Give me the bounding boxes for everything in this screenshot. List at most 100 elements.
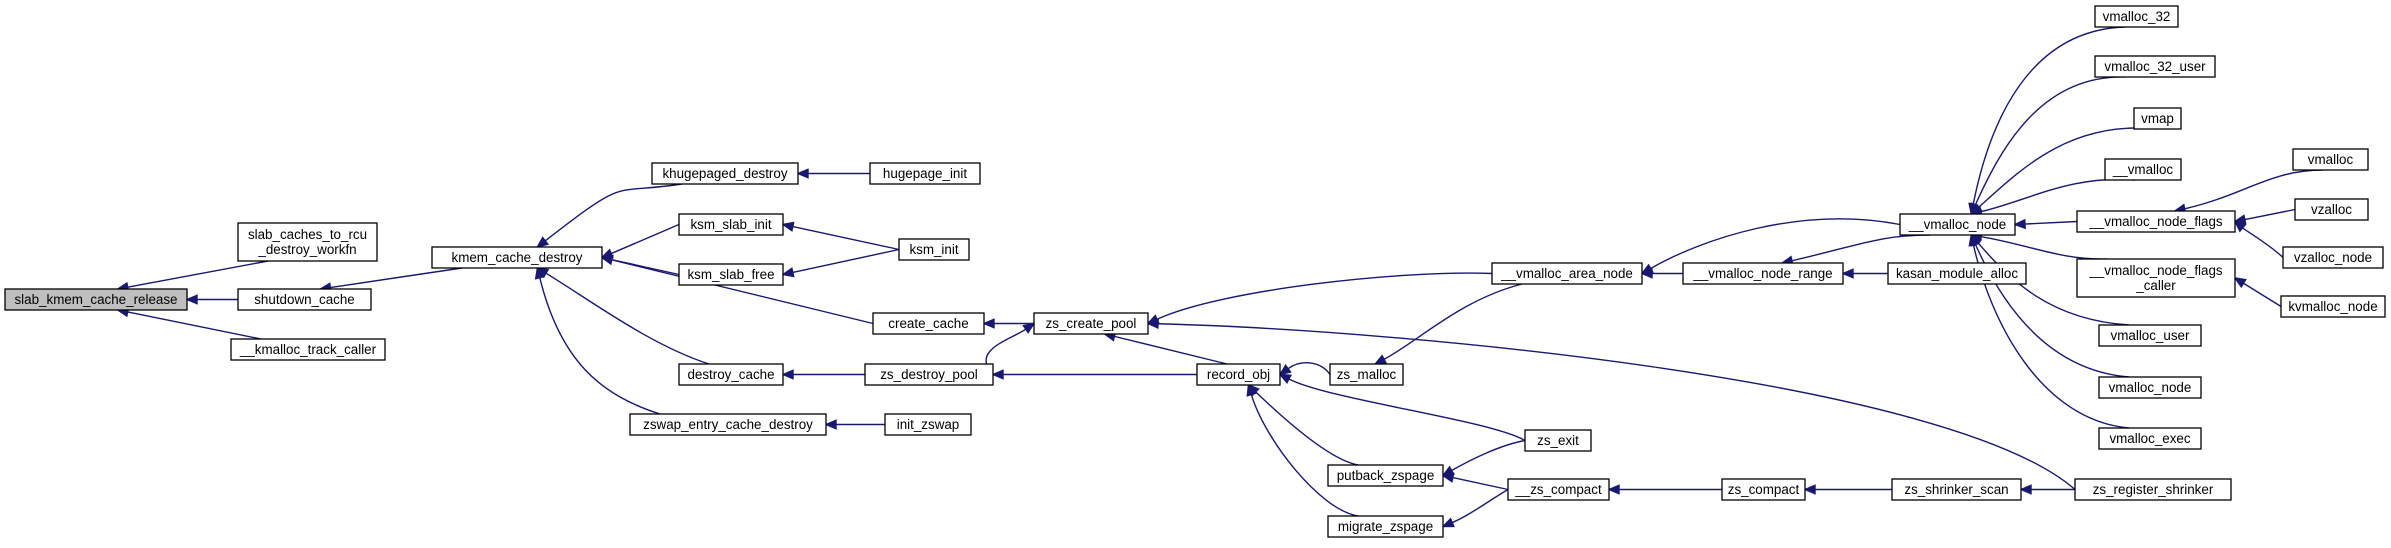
node-box — [2094, 5, 2179, 28]
node-label: zs_create_pool — [1046, 316, 1137, 331]
edge-vmalloc-node-to-vmalloc-node-range — [1780, 234, 1931, 266]
edge-migrate-zspage-to-record-obj — [1246, 383, 1359, 517]
node-create-cache[interactable]: create_cache — [872, 312, 985, 335]
node-zs-register-shrinker[interactable]: zs_register_shrinker — [2074, 478, 2232, 501]
edge-arrowhead — [1803, 484, 1816, 495]
node-kasan-module-alloc[interactable]: kasan_module_alloc — [1887, 262, 2027, 285]
node-vmalloc-32-user[interactable]: vmalloc_32_user — [2094, 55, 2216, 78]
node-init-zswap[interactable]: init_zswap — [884, 413, 972, 436]
node-box — [1327, 464, 1444, 487]
edge-khugepaged-destroy-to-kmem-cache-destroy — [535, 183, 683, 249]
node-vmalloc-node-flags[interactable]: __vmalloc_node_flags — [2076, 210, 2236, 233]
edge-arrowhead — [1278, 373, 1292, 385]
node-record-obj[interactable]: record_obj — [1196, 363, 1281, 386]
node-vmalloc-node-range[interactable]: __vmalloc_node_range — [1682, 262, 1844, 285]
edge-zs-create-pool-to-create-cache — [982, 318, 1034, 329]
node-kmalloc-track-caller[interactable]: __kmalloc_track_caller — [230, 338, 386, 361]
node-label: zs_compact — [1728, 482, 1800, 497]
node-kmem-cache-destroy[interactable]: kmem_cache_destroy — [431, 246, 603, 269]
edge-vmalloc-node-flags-caller-to-vmalloc-node — [1969, 231, 2108, 260]
edge-zs-register-shrinker-to-zs-create-pool — [1146, 318, 2076, 491]
edge-vmalloc-node-flags-to-vmalloc-node — [2013, 218, 2078, 230]
edge-arrowhead — [1607, 484, 1620, 495]
edge-line — [2242, 227, 2284, 259]
node-vmalloc-exec[interactable]: vmalloc_exec — [2098, 427, 2202, 450]
edge-line — [1114, 335, 1228, 365]
edge-kmem-cache-destroy-to-shutdown-cache — [318, 267, 463, 293]
node-vmalloc-area-node[interactable]: __vmalloc_area_node — [1491, 262, 1643, 285]
node-ksm-slab-free[interactable]: ksm_slab_free — [678, 263, 784, 286]
node-label: __zs_compact — [1514, 482, 1602, 497]
node-label: __vmalloc_node_range — [1692, 266, 1832, 281]
node-box — [884, 413, 972, 436]
edge-ksm-init-to-ksm-slab-init — [781, 221, 900, 251]
node-destroy-cache[interactable]: destroy_cache — [678, 363, 784, 386]
node-zs-malloc[interactable]: zs_malloc — [1329, 363, 1404, 386]
edge-vmalloc-node-to-vmalloc-area-node — [1640, 218, 1901, 275]
node-shutdown-cache[interactable]: shutdown_cache — [237, 288, 372, 311]
edge-line — [1977, 242, 2130, 326]
node-box — [869, 162, 981, 185]
edge-zs-register-shrinker-to-zs-shrinker-scan — [2019, 484, 2075, 495]
node-vmap[interactable]: vmap — [2133, 107, 2182, 130]
edge-line — [611, 259, 874, 325]
node-box — [2294, 198, 2369, 221]
edge-line — [792, 248, 900, 274]
node-vmalloc-node[interactable]: __vmalloc_node — [1899, 213, 2016, 236]
node-box — [2104, 158, 2182, 181]
node-zs-destroy-pool[interactable]: zs_destroy_pool — [864, 363, 994, 386]
edge-line — [1383, 283, 1523, 360]
node-box — [2074, 478, 2232, 501]
node-box — [1327, 515, 1444, 538]
node-vmalloc-node-flags-caller[interactable]: __vmalloc_node_flags_caller — [2076, 258, 2236, 298]
node-box — [1329, 363, 1404, 386]
node-label: kmem_cache_destroy — [452, 250, 583, 265]
edge-line — [792, 225, 900, 251]
node-vzalloc-node[interactable]: vzalloc_node — [2282, 246, 2384, 269]
node-label: zs_register_shrinker — [2093, 482, 2214, 497]
node-zs-compact[interactable]: __zs_compact — [1507, 478, 1610, 501]
node-vmalloc-user[interactable]: vmalloc_user — [2098, 324, 2202, 347]
edge-zs-shrinker-scan-to-zs-compact — [1803, 484, 1892, 495]
edge-arrowhead — [535, 236, 550, 249]
node-box — [872, 312, 985, 335]
node-label: record_obj — [1207, 367, 1270, 382]
node-slab-kmem-cache-release[interactable]: slab_kmem_cache_release — [4, 288, 188, 311]
node-ksm-slab-init[interactable]: ksm_slab_init — [678, 213, 784, 236]
node-label: zs_exit — [1537, 433, 1579, 448]
edge-line — [2184, 169, 2324, 210]
node-migrate-zspage[interactable]: migrate_zspage — [1327, 515, 1444, 538]
edge-arrowhead — [781, 369, 794, 380]
node-ksm-init[interactable]: ksm_init — [898, 238, 970, 261]
node-hugepage-init[interactable]: hugepage_init — [869, 162, 981, 185]
node-box — [2133, 107, 2182, 130]
edge-line — [1972, 26, 2126, 205]
node-kvmalloc-node[interactable]: kvmalloc_node — [2280, 295, 2386, 318]
edge-line — [1978, 127, 2158, 208]
node-label: __vmalloc_node_flags — [2088, 214, 2223, 229]
edge-line — [539, 277, 661, 415]
edge-zs-compact-to-zs-compact — [1607, 484, 1722, 495]
node-khugepaged-destroy[interactable]: khugepaged_destroy — [651, 162, 799, 185]
node-box — [4, 288, 188, 311]
node-box — [431, 246, 603, 269]
node-putback-zspage[interactable]: putback_zspage — [1327, 464, 1444, 487]
node-slab-caches-to-rcu-destroy-workfn[interactable]: slab_caches_to_rcu_destroy_workfn — [237, 222, 378, 262]
node-vmalloc[interactable]: vmalloc — [2292, 148, 2369, 171]
node-zs-exit[interactable]: zs_exit — [1524, 429, 1592, 452]
node-vzalloc[interactable]: vzalloc — [2294, 198, 2369, 221]
node-box — [678, 363, 784, 386]
node-zswap-entry-cache-destroy[interactable]: zswap_entry_cache_destroy — [629, 413, 827, 436]
node-zs-shrinker-scan[interactable]: zs_shrinker_scan — [1891, 478, 2022, 501]
node-zs-create-pool[interactable]: zs_create_pool — [1033, 312, 1149, 335]
node-vmalloc[interactable]: __vmalloc — [2104, 158, 2182, 181]
node-label: khugepaged_destroy — [662, 166, 787, 181]
node-box — [1899, 213, 2016, 236]
node-vmalloc-32[interactable]: vmalloc_32 — [2094, 5, 2179, 28]
edge-create-cache-to-kmem-cache-destroy — [600, 254, 874, 325]
node-vmalloc-node[interactable]: vmalloc_node — [2098, 376, 2202, 399]
node-zs-compact[interactable]: zs_compact — [1721, 478, 1806, 501]
node-box — [2076, 258, 2236, 298]
edge-slab-caches-to-rcu-destroy-workfn-to-slab-kmem-cache-release — [116, 260, 269, 293]
edge-init-zswap-to-zswap-entry-cache-destroy — [824, 419, 885, 430]
